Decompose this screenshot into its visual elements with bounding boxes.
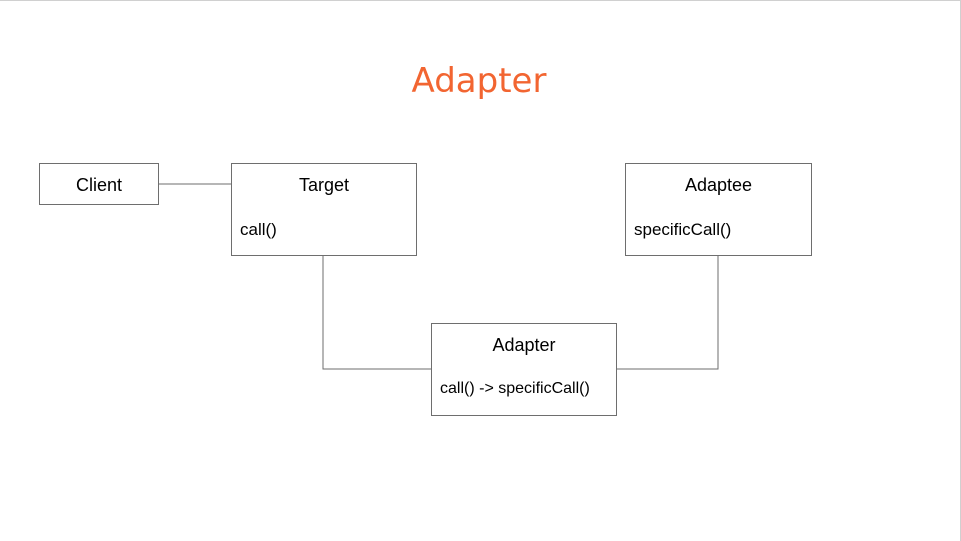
connector-adapter-adaptee xyxy=(617,256,719,370)
class-name-adapter: Adapter xyxy=(492,335,556,355)
class-method-adapter: call() -> specificCall() xyxy=(440,380,590,397)
class-method-adaptee: specificCall() xyxy=(634,220,732,239)
class-method-target: call() xyxy=(240,220,277,239)
class-name-target: Target xyxy=(298,175,350,195)
class-name-client: Client xyxy=(75,175,123,195)
class-name-adaptee: Adaptee xyxy=(684,175,753,195)
class-box-target: Target call() xyxy=(231,163,417,256)
connector-target-adapter xyxy=(322,256,431,370)
class-box-adaptee: Adaptee specificCall() xyxy=(625,163,812,256)
diagram-title: Adapter xyxy=(411,61,547,101)
class-box-adapter: Adapter call() -> specificCall() xyxy=(431,323,617,416)
class-box-client: Client xyxy=(39,163,159,205)
